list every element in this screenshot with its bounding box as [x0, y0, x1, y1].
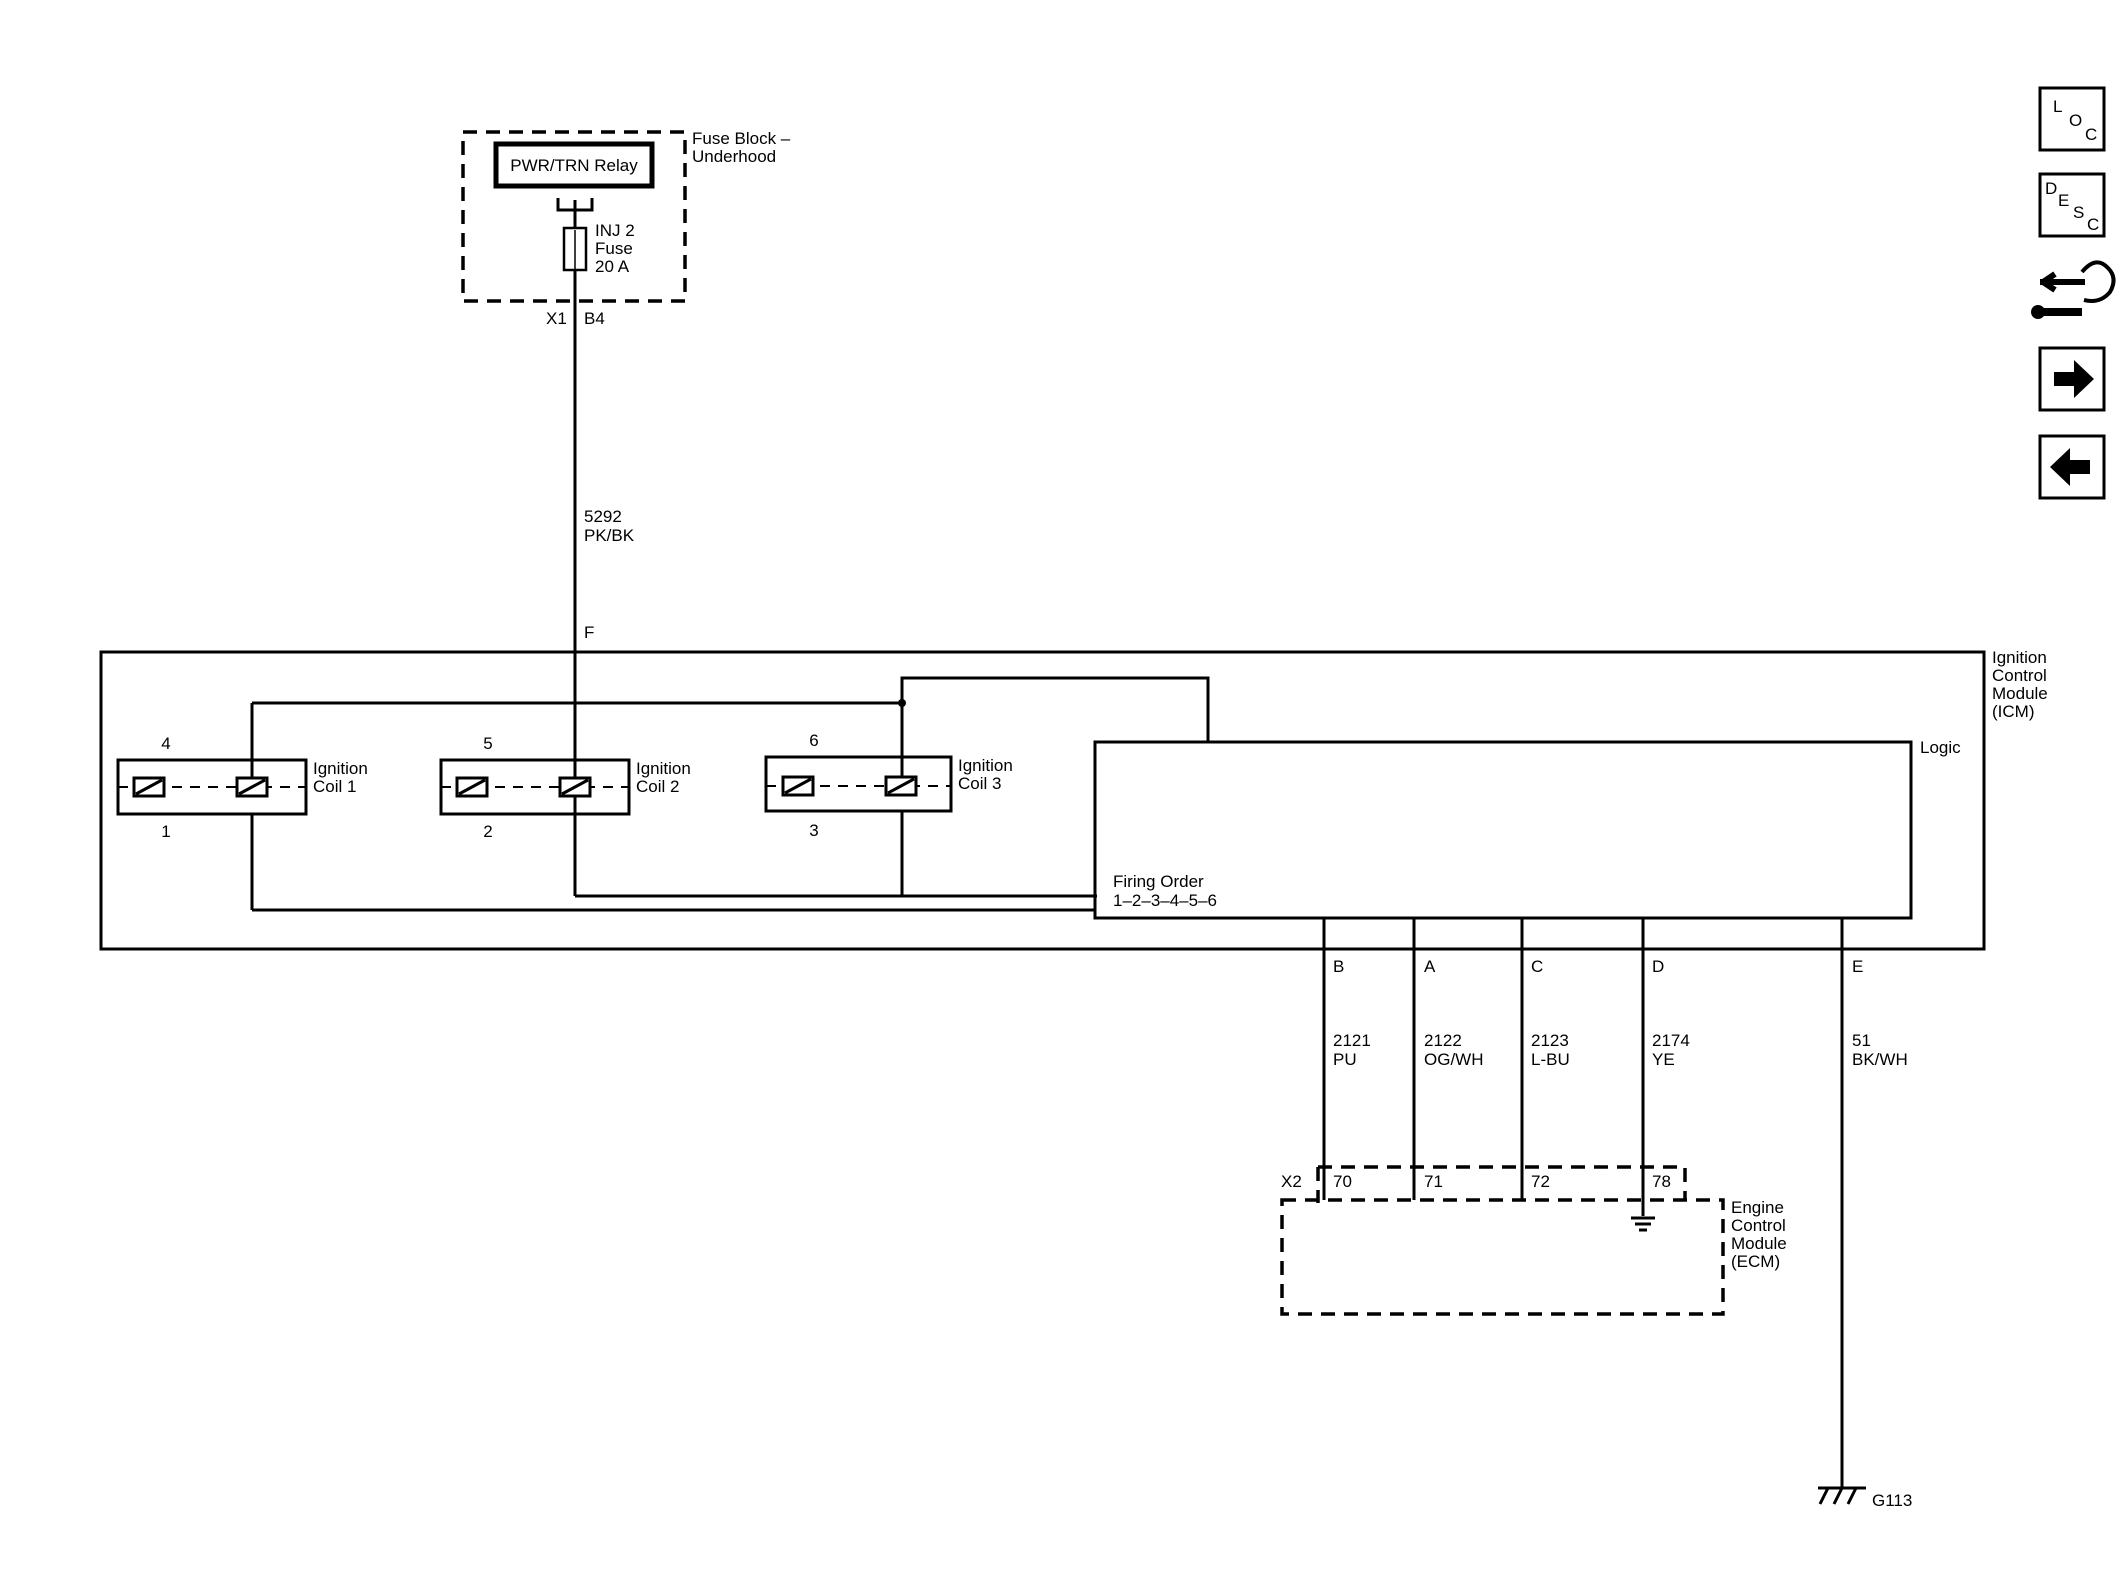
- ignition-coil-3: 6 3 Ignition Coil 3: [764, 731, 1013, 840]
- svg-text:O: O: [2069, 111, 2082, 130]
- ecm-pin-71: 71: [1424, 1172, 1443, 1191]
- ignition-coil-2: 5 2 Ignition Coil 2: [439, 734, 691, 841]
- svg-text:Coil 1: Coil 1: [313, 777, 356, 796]
- feed-wire-circuit: 5292: [584, 507, 622, 526]
- svg-text:Ignition: Ignition: [313, 759, 368, 778]
- icm-pin-d: D: [1652, 957, 1664, 976]
- svg-text:4: 4: [161, 734, 170, 753]
- ecm-title-1: Engine: [1731, 1198, 1784, 1217]
- svg-text:Ignition: Ignition: [636, 759, 691, 778]
- ground-label: G113: [1872, 1491, 1912, 1510]
- icm-pin-b: B: [1333, 957, 1344, 976]
- back-page-button[interactable]: [2038, 434, 2106, 500]
- description-button[interactable]: D E S C: [2038, 172, 2106, 238]
- svg-text:2: 2: [483, 822, 492, 841]
- signal-wires: B A C D E 2121 PU 2122 OG/WH 2123 L-BU 2…: [1322, 918, 1908, 1488]
- svg-text:Coil 3: Coil 3: [958, 774, 1001, 793]
- icm-title-3: Module: [1992, 684, 2048, 703]
- wire-2121-color: PU: [1333, 1050, 1357, 1069]
- icm-title-2: Control: [1992, 666, 2047, 685]
- icm-pin-c: C: [1531, 957, 1543, 976]
- wire-2122-color: OG/WH: [1424, 1050, 1484, 1069]
- fuse-word: Fuse: [595, 239, 633, 258]
- ignition-control-module: Ignition Control Module (ICM) 4 1 Igniti…: [99, 648, 2048, 951]
- ecm-internal-ground-icon: [1631, 1200, 1655, 1232]
- logic-label: Logic: [1920, 738, 1961, 757]
- logic-feed-wire: [900, 676, 1210, 742]
- feed-wire-icm-pin: F: [584, 623, 594, 642]
- ignition-coil-1: 4 1 Ignition Coil 1: [116, 734, 368, 841]
- ecm-connector: X2: [1281, 1172, 1302, 1191]
- svg-text:C: C: [2087, 215, 2099, 234]
- description-icon: D E S C: [2045, 179, 2099, 234]
- svg-text:5: 5: [483, 734, 492, 753]
- fuse-block-underhood: Fuse Block – Underhood PWR/TRN Relay INJ…: [461, 129, 791, 328]
- wire-2123-color: L-BU: [1531, 1050, 1570, 1069]
- svg-text:Coil 2: Coil 2: [636, 777, 679, 796]
- icm-pin-e: E: [1852, 957, 1863, 976]
- next-page-button[interactable]: [2038, 346, 2106, 412]
- location-button[interactable]: L O C: [2038, 86, 2106, 152]
- pwr-trn-relay-box: [493, 141, 655, 189]
- ecm-title-3: Module: [1731, 1234, 1787, 1253]
- fuse-connector: X1: [546, 309, 567, 328]
- wire-51-color: BK/WH: [1852, 1050, 1908, 1069]
- svg-text:Ignition: Ignition: [958, 756, 1013, 775]
- svg-text:1: 1: [161, 822, 170, 841]
- svg-text:6: 6: [809, 731, 818, 750]
- fuse-block-title-1: Fuse Block –: [692, 129, 791, 148]
- location-icon: L O C: [2053, 97, 2097, 144]
- wire-2174-color: YE: [1652, 1050, 1675, 1069]
- connector-icon: [2031, 260, 2116, 319]
- next-arrow-icon: [2054, 360, 2094, 398]
- firing-order-value: 1–2–3–4–5–6: [1113, 891, 1217, 910]
- ground-g113: G113: [1818, 1486, 1912, 1510]
- firing-order-label: Firing Order: [1113, 872, 1204, 891]
- connector-view-button[interactable]: [2031, 260, 2116, 319]
- fuse-pin: B4: [584, 309, 605, 328]
- fuse-rating: 20 A: [595, 257, 630, 276]
- wire-2122-circuit: 2122: [1424, 1031, 1462, 1050]
- ecm-title-4: (ECM): [1731, 1252, 1780, 1271]
- svg-text:C: C: [2085, 125, 2097, 144]
- logic-block: [1093, 740, 1913, 920]
- icm-title-1: Ignition: [1992, 648, 2047, 667]
- back-arrow-icon: [2050, 448, 2090, 486]
- relay-label: PWR/TRN Relay: [510, 156, 638, 175]
- svg-text:E: E: [2058, 191, 2069, 210]
- wire-51-circuit: 51: [1852, 1031, 1871, 1050]
- ecm-pin-70: 70: [1333, 1172, 1352, 1191]
- icm-pin-a: A: [1424, 957, 1436, 976]
- ecm-pin-78: 78: [1652, 1172, 1671, 1191]
- svg-text:D: D: [2045, 179, 2057, 198]
- ecm-pin-72: 72: [1531, 1172, 1550, 1191]
- svg-text:S: S: [2073, 203, 2084, 222]
- svg-text:L: L: [2053, 97, 2062, 116]
- engine-control-module: X2 70 71 72 78 Engine Control Module (EC…: [1280, 1165, 1787, 1316]
- wire-2121-circuit: 2121: [1333, 1031, 1371, 1050]
- feed-wire-color: PK/BK: [584, 526, 635, 545]
- fuse-block-title-2: Underhood: [692, 147, 776, 166]
- ecm-title-2: Control: [1731, 1216, 1786, 1235]
- wire-2123-circuit: 2123: [1531, 1031, 1569, 1050]
- svg-text:3: 3: [809, 821, 818, 840]
- fuse-name: INJ 2: [595, 221, 635, 240]
- wire-2174-circuit: 2174: [1652, 1031, 1690, 1050]
- icm-title-4: (ICM): [1992, 702, 2034, 721]
